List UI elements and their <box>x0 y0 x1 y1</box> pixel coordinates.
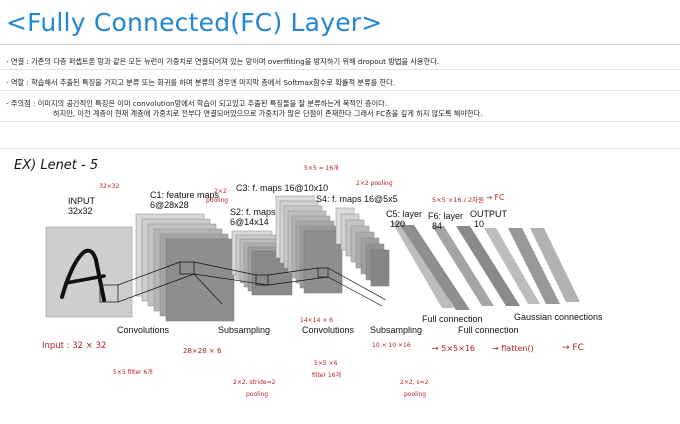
note-s4: 2×2 pooling <box>356 180 393 187</box>
note-flow-2: → flatten() <box>492 344 534 353</box>
layer-input-size: 32x32 <box>68 206 93 216</box>
bullet-connection: - 연결 : 기존의 다층 퍼셉트론 망과 같은 모든 뉴런이 가중치로 연결되… <box>6 57 440 66</box>
bullet-role: - 역할 : 학습해서 추출된 특징을 가지고 분류 또는 회귀를 하며 분류의… <box>6 78 396 87</box>
note-filter-2: 5×5 ×6 <box>314 360 338 367</box>
note-s2-size: 14×14 × 6 <box>300 317 333 324</box>
layer-output-name: OUTPUT <box>470 209 507 219</box>
note-pool-1b: pooling <box>246 391 269 398</box>
note-pool-1: 2×2, stride=2 <box>233 379 276 386</box>
note-flow-1: → 5×5×16 <box>432 344 476 353</box>
fully-connected-stripes <box>392 222 580 310</box>
op-subsampling-2: Subsampling <box>370 325 423 335</box>
layer-c5-size: 120 <box>390 219 406 229</box>
line-divider <box>0 121 680 122</box>
line-divider <box>0 69 680 70</box>
c1-feature-maps <box>135 213 235 322</box>
note-flow-3: → FC <box>562 343 584 353</box>
layer-s2-size: 6@14x14 <box>230 217 269 227</box>
note-c5: 5×5 ×16 / 2차원 <box>432 196 484 204</box>
op-gaussian-connections: Gaussian connections <box>514 312 603 322</box>
line-divider <box>0 90 680 91</box>
line-divider <box>0 148 680 149</box>
note-pool-2: 2×2, s=2 <box>400 379 429 386</box>
note-pool-2b: pooling <box>404 391 427 398</box>
op-convolutions-2: Convolutions <box>302 325 355 335</box>
example-heading: EX) Lenet - 5 <box>14 158 99 173</box>
op-full-connection-2: Full connection <box>458 325 519 335</box>
note-input-size-top: 32×32 <box>99 183 120 190</box>
layer-c1-size: 6@28x28 <box>150 200 189 210</box>
note-input: Input : 32 × 32 <box>42 341 107 351</box>
op-full-connection-1: Full connection <box>422 314 483 324</box>
title-divider <box>0 44 680 45</box>
layer-f6-name: F6: layer <box>428 211 464 221</box>
layer-input-name: INPUT <box>68 196 95 206</box>
note-c5-arrow: → FC <box>486 193 505 202</box>
op-subsampling-1: Subsampling <box>218 325 271 335</box>
layer-output-size: 10 <box>474 219 485 229</box>
input-image <box>45 226 133 318</box>
page-title: <Fully Connected(FC) Layer> <box>6 8 383 37</box>
layer-s4-name: S4: f. maps 16@5x5 <box>316 194 398 204</box>
bullet-caution: - 주의점 : 이미지의 공간적인 특징은 이미 convolution망에서 … <box>6 99 388 108</box>
op-convolutions-1: Convolutions <box>117 325 170 335</box>
note-c1-pooling: pooling <box>206 197 229 204</box>
input-letter-a <box>60 248 106 302</box>
note-size-2: 10 × 10 ×16 <box>372 342 411 349</box>
note-filter-2b: filter 16개 <box>312 372 342 379</box>
s4-feature-maps <box>335 207 390 287</box>
layer-c3-name: C3: f. maps 16@10x10 <box>236 183 329 193</box>
layer-f6-size: 84 <box>432 221 443 231</box>
layer-c5-name: C5: layer <box>386 209 423 219</box>
note-size-1: 28×28 × 6 <box>183 347 222 355</box>
layer-s2-name: S2: f. maps <box>230 207 276 217</box>
layer-c1-name: C1: feature maps <box>150 190 220 200</box>
note-c1: 2×2 <box>214 188 227 195</box>
c3-feature-maps <box>275 195 343 294</box>
bullet-caution-continued: 하지만, 이전 계층이 현재 계층에 가중치로 전부다 연결되어있으므로 가중치… <box>53 109 483 118</box>
note-c3: 5×5 = 16개 <box>304 165 339 172</box>
note-filter-1: 5×5 filter 6개 <box>113 369 153 376</box>
